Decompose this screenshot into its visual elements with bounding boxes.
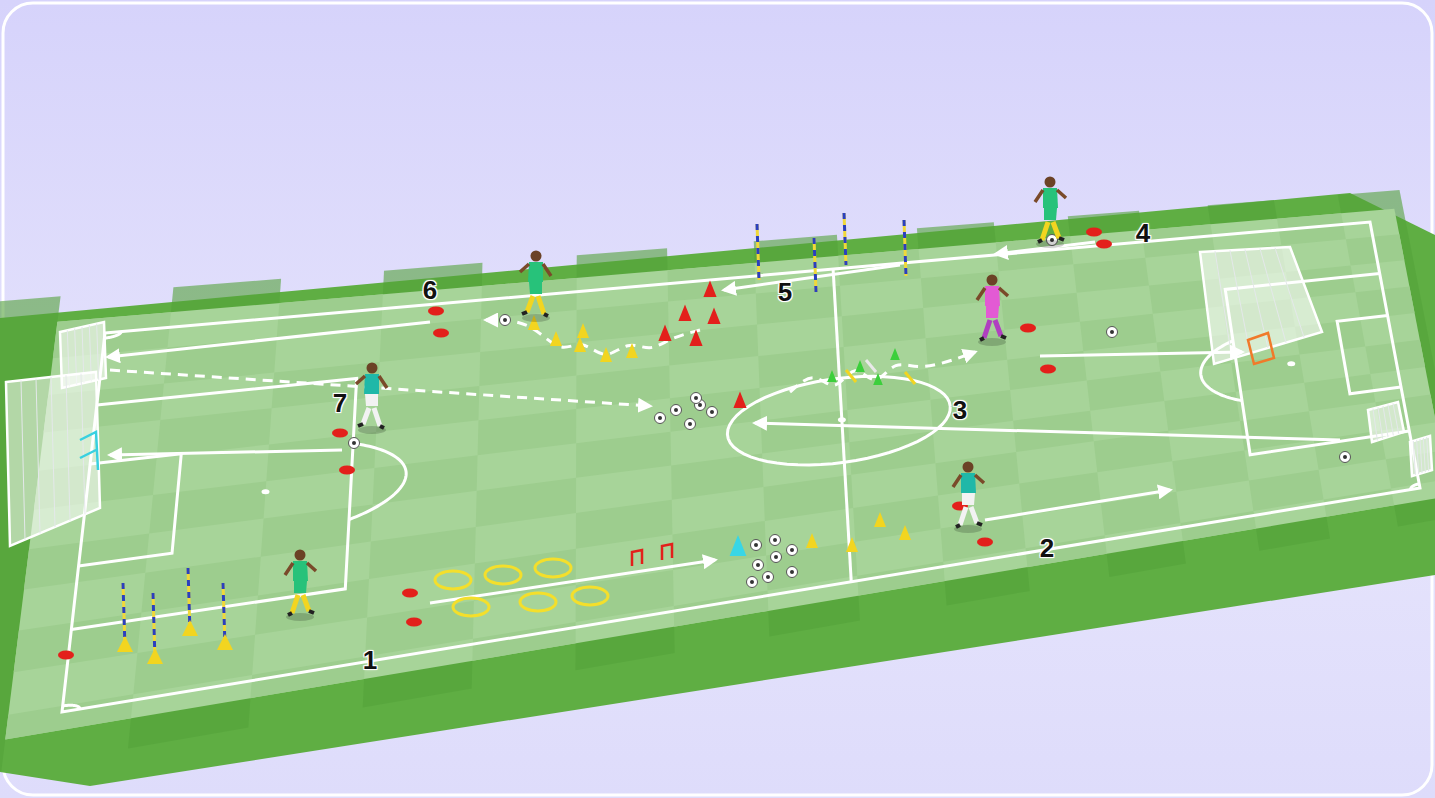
cones [528,281,915,557]
penalty-spot [1287,361,1295,366]
pitch-checks [5,213,1435,739]
callout-number: 2 [1040,534,1054,562]
pitch-surface [5,209,1435,740]
penalty-spot [838,417,846,422]
callout-number: 4 [1136,219,1150,247]
movement-arrows [108,242,1340,603]
hurdles [632,544,672,566]
pitch-lines [62,222,1420,712]
mini-goal [80,432,98,470]
marker-discs [58,228,1112,660]
callout-number: 6 [423,276,437,304]
callout-number: 7 [333,389,347,417]
callout-number: 1 [363,646,377,674]
players [285,177,1066,622]
slalom-poles [117,213,906,664]
grass-stripes [0,181,1435,794]
agility-rings [435,559,608,616]
goals [6,247,1432,546]
callout-number: 5 [778,278,792,306]
penalty-spot [262,489,270,494]
callout-number: 3 [953,396,967,424]
balls [349,235,1351,588]
mini-goal [1248,333,1274,364]
